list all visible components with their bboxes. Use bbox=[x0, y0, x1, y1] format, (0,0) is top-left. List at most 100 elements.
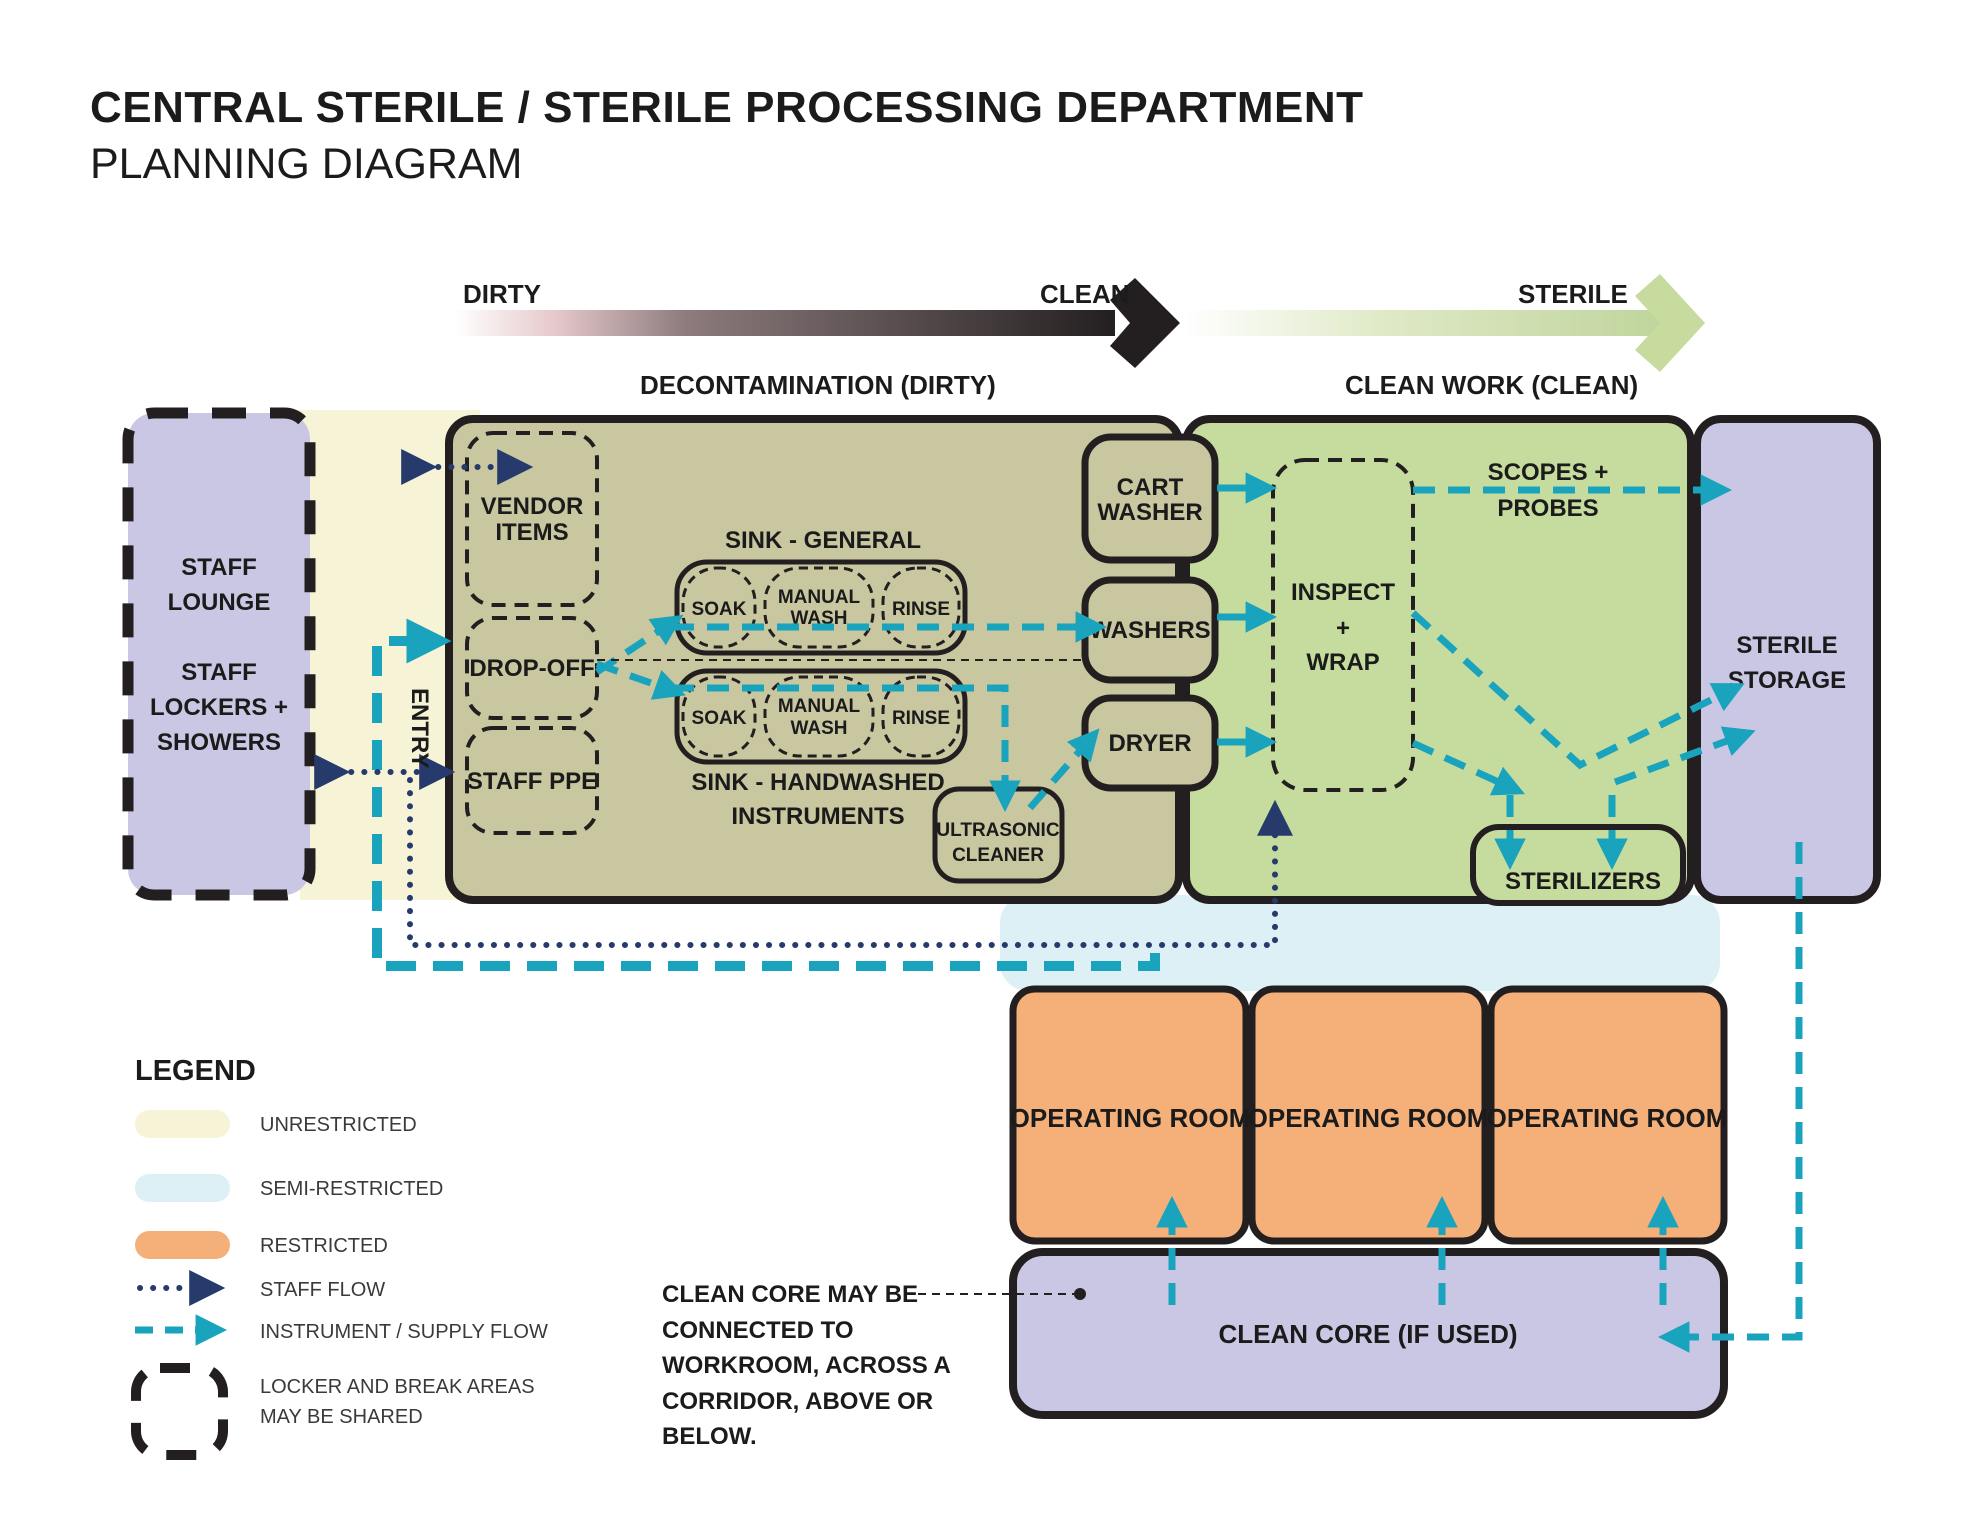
staff-lockers-label-1: STAFF bbox=[181, 659, 257, 686]
sink-general-soak-label: SOAK bbox=[692, 599, 747, 620]
decon-sub-rooms: VENDOR ITEMS DROP-OFF STAFF PPE SINK - G… bbox=[465, 431, 1065, 884]
sink-handwashed-label-2: INSTRUMENTS bbox=[731, 803, 904, 830]
sterilizers-label: STERILIZERS bbox=[1505, 868, 1661, 895]
operating-room-1 bbox=[1009, 985, 1250, 1245]
legend-restricted-swatch bbox=[135, 1231, 230, 1259]
sterile-arrow-icon bbox=[1635, 274, 1705, 372]
sterile-storage-room bbox=[1693, 415, 1881, 904]
sink-handwashed-soak bbox=[681, 675, 757, 758]
operating-room-1-label: OPERATING ROOM bbox=[1010, 1103, 1251, 1133]
legend-unrestricted-swatch bbox=[135, 1110, 230, 1138]
scopes-probes-label-1: SCOPES + bbox=[1488, 459, 1609, 486]
sink-general-rinse-label: RINSE bbox=[892, 599, 950, 620]
page-subtitle: PLANNING DIAGRAM bbox=[90, 140, 522, 188]
staff-lockers-label-3: SHOWERS bbox=[157, 729, 281, 756]
staff-ppe-label: STAFF PPE bbox=[467, 768, 597, 795]
sink-handwashed-label-1: SINK - HANDWASHED bbox=[691, 769, 944, 796]
equipment: CART WASHER WASHERS DRYER bbox=[1081, 433, 1219, 792]
instrument-supply-flows bbox=[372, 472, 1803, 1353]
note-line-4: CORRIDOR, ABOVE OR bbox=[662, 1388, 933, 1415]
clean-core-label: CLEAN CORE (IF USED) bbox=[1219, 1319, 1518, 1349]
operating-room-2-label: OPERATING ROOM bbox=[1248, 1103, 1489, 1133]
ultrasonic-label-1: ULTRASONIC bbox=[936, 820, 1059, 841]
inspect-label-3: WRAP bbox=[1306, 649, 1379, 676]
legend-semi-restricted-label: SEMI-RESTRICTED bbox=[260, 1178, 443, 1200]
entry-label: ENTRY bbox=[406, 688, 433, 768]
sink-general bbox=[674, 559, 968, 656]
cart-washer-label-1: CART bbox=[1117, 474, 1184, 501]
vendor-items-label-1: VENDOR bbox=[481, 493, 584, 520]
drop-off-label: DROP-OFF bbox=[469, 655, 594, 682]
flow-storage-to-clean-core bbox=[1657, 842, 1803, 1353]
semi-restricted-zone bbox=[1000, 895, 1720, 991]
vendor-items-label-2: ITEMS bbox=[495, 519, 568, 546]
legend: LEGEND UNRESTRICTED SEMI-RESTRICTED REST… bbox=[131, 1055, 548, 1460]
legend-staff-flow-label: STAFF FLOW bbox=[260, 1279, 385, 1301]
flow-sterilizers-to-storage bbox=[1613, 726, 1756, 786]
legend-semi-restricted-swatch bbox=[135, 1174, 230, 1202]
sterile-label: STERILE bbox=[1518, 279, 1628, 309]
sink-handwashed-manual-label-1: MANUAL bbox=[778, 696, 861, 717]
flow-inspect-to-sterilizers-a bbox=[1410, 610, 1745, 770]
dirty-to-clean-gradient bbox=[455, 310, 1115, 336]
legend-unrestricted-label: UNRESTRICTED bbox=[260, 1114, 417, 1136]
note-line-1: CLEAN CORE MAY BE bbox=[662, 1281, 918, 1308]
staff-area: STAFF LOUNGE STAFF LOCKERS + SHOWERS bbox=[122, 407, 316, 901]
cart-washer-label-2: WASHER bbox=[1097, 499, 1202, 526]
legend-shared-label-1: LOCKER AND BREAK AREAS bbox=[260, 1376, 535, 1398]
sink-handwashed-manual-wash bbox=[763, 675, 875, 758]
note-line-5: BELOW. bbox=[662, 1423, 757, 1450]
sink-handwashed bbox=[674, 668, 968, 765]
dirty-label: DIRTY bbox=[463, 279, 541, 309]
flow-entry-path bbox=[372, 618, 1160, 971]
sink-handwashed-rinse bbox=[881, 675, 961, 758]
clean-sub-rooms: INSPECT + WRAP SCOPES + PROBES STERILIZE… bbox=[1271, 458, 1686, 906]
legend-instrument-flow-label: INSTRUMENT / SUPPLY FLOW bbox=[260, 1321, 548, 1343]
operating-room-3 bbox=[1487, 985, 1728, 1245]
note-line-3: WORKROOM, ACROSS A bbox=[662, 1352, 951, 1379]
sterile-storage-label-1: STERILE bbox=[1736, 632, 1837, 659]
process-direction-bar: DIRTY CLEAN STERILE bbox=[455, 274, 1705, 372]
flow-sink-handwashed-to-ultrasonic bbox=[672, 684, 1021, 813]
operating-rooms: OPERATING ROOM OPERATING ROOM OPERATING … bbox=[1009, 985, 1728, 1245]
note-line-2: CONNECTED TO bbox=[662, 1317, 854, 1344]
inspect-label-1: INSPECT bbox=[1291, 579, 1395, 606]
decontamination-zone-title: DECONTAMINATION (DIRTY) bbox=[640, 370, 996, 400]
sink-handwashed-manual-label-2: WASH bbox=[791, 718, 848, 739]
staff-lounge-lockers-room bbox=[122, 407, 316, 901]
dryer-label: DRYER bbox=[1108, 730, 1191, 757]
staff-lockers-label-2: LOCKERS + bbox=[150, 694, 288, 721]
staff-flows bbox=[314, 449, 1293, 948]
staff-flow-to-clean-work bbox=[407, 777, 1293, 948]
flow-inspect-to-sterilizers-b bbox=[1411, 739, 1526, 796]
ultrasonic-label-2: CLEANER bbox=[952, 845, 1044, 866]
clean-arrow-icon bbox=[1110, 278, 1180, 368]
legend-shared-label-2: MAY BE SHARED bbox=[260, 1406, 423, 1428]
flow-ultrasonic-to-dryer bbox=[1027, 728, 1100, 811]
sink-handwashed-soak-label: SOAK bbox=[692, 708, 747, 729]
legend-restricted-label: RESTRICTED bbox=[260, 1235, 388, 1257]
cart-washer bbox=[1081, 433, 1219, 564]
sink-handwashed-rinse-label: RINSE bbox=[892, 708, 950, 729]
scopes-probes-label-2: PROBES bbox=[1497, 495, 1598, 522]
clean-core-note: CLEAN CORE MAY BE CONNECTED TO WORKROOM,… bbox=[662, 1281, 951, 1450]
staff-ppe-room bbox=[465, 726, 599, 835]
clean-to-sterile-gradient bbox=[1185, 310, 1685, 336]
sink-general-rinse bbox=[881, 566, 961, 649]
sink-general-manual-label-1: MANUAL bbox=[778, 587, 861, 608]
sink-general-label: SINK - GENERAL bbox=[725, 527, 921, 554]
legend-shared-areas-icon bbox=[131, 1363, 228, 1460]
page-title: CENTRAL STERILE / STERILE PROCESSING DEP… bbox=[90, 83, 1364, 132]
sink-general-manual-wash bbox=[763, 566, 875, 649]
clean-work-zone-title: CLEAN WORK (CLEAN) bbox=[1345, 370, 1638, 400]
operating-room-2 bbox=[1248, 985, 1489, 1245]
legend-heading: LEGEND bbox=[135, 1055, 256, 1087]
staff-lounge-label-1: STAFF bbox=[181, 554, 257, 581]
inspect-label-2: + bbox=[1336, 615, 1350, 642]
clean-label: CLEAN bbox=[1040, 279, 1130, 309]
washers-label: WASHERS bbox=[1089, 617, 1210, 644]
flow-dropoff-to-sink-handwashed bbox=[595, 660, 686, 700]
staff-lounge-label-2: LOUNGE bbox=[168, 589, 271, 616]
operating-room-3-label: OPERATING ROOM bbox=[1487, 1103, 1728, 1133]
